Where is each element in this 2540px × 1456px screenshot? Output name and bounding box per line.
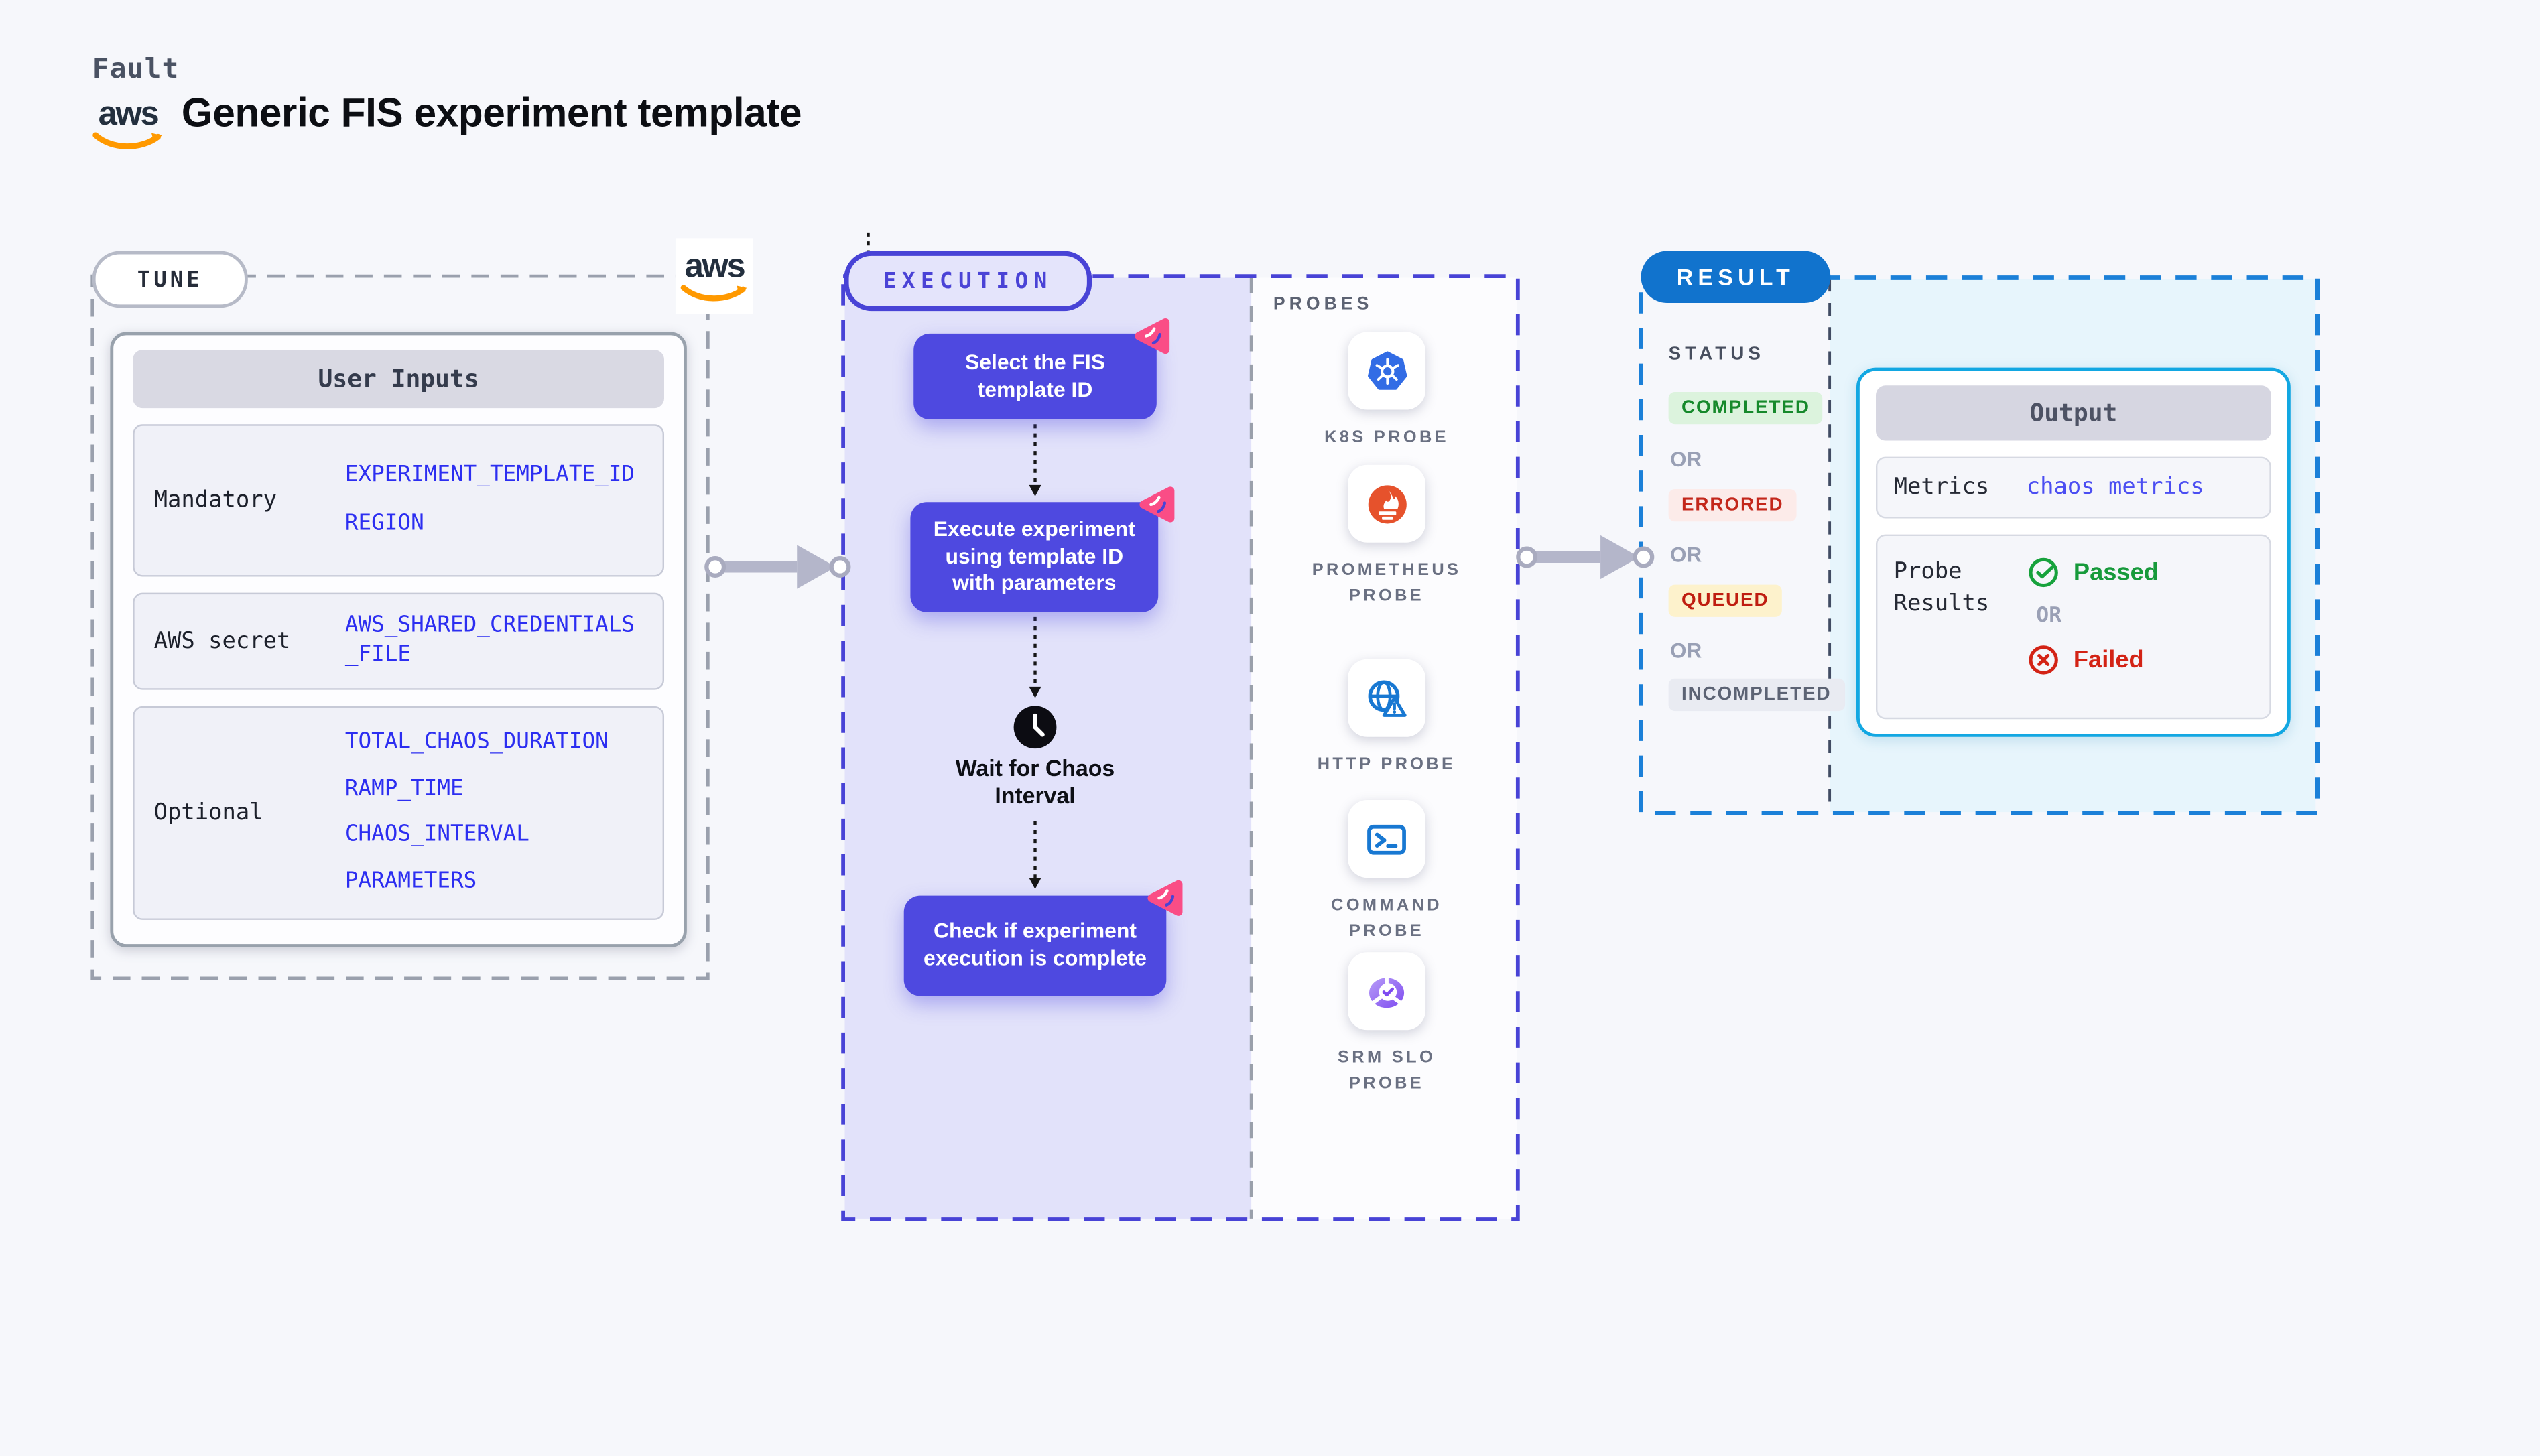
- probe-card: [1348, 464, 1426, 543]
- aws-logo-text: aws: [684, 247, 746, 285]
- probe-result-passed: Passed: [2027, 555, 2159, 590]
- row-label: Probe Results: [1893, 558, 1990, 618]
- tune-badge-label: TUNE: [137, 266, 203, 293]
- chaos-experiment-icon: [1139, 486, 1175, 523]
- probe-label: HTTP PROBE: [1317, 754, 1456, 775]
- tune-badge: TUNE: [92, 251, 248, 308]
- user-inputs-header: User Inputs: [133, 350, 665, 408]
- table-row-aws-secret: AWS secret AWS_SHARED_CREDENTIALS_FILE: [133, 593, 665, 689]
- status-or-label: OR: [1670, 447, 1702, 472]
- step-execute-experiment: Execute experiment using template ID wit…: [910, 502, 1159, 612]
- aws-logo: aws: [90, 97, 165, 152]
- x-circle-icon: [2029, 645, 2058, 675]
- probe-http: HTTP PROBE: [1309, 659, 1464, 778]
- aws-smile-icon: [680, 284, 747, 301]
- row-label: AWS secret: [153, 628, 291, 655]
- page-title: Generic FIS experiment template: [181, 90, 802, 137]
- status-heading: STATUS: [1668, 344, 1765, 365]
- probe-card: [1348, 332, 1426, 410]
- output-row-probe-results: Probe Results Passed OR Failed: [1876, 534, 2271, 720]
- output-table: Output Metrics chaos metrics Probe Resul…: [1856, 367, 2291, 737]
- row-label: Optional: [153, 799, 263, 826]
- execution-flow-panel: [844, 277, 1252, 1219]
- step-label: Execute experiment using template ID wit…: [933, 516, 1135, 596]
- execution-badge-label: EXECUTION: [883, 268, 1053, 294]
- probes-heading: PROBES: [1273, 294, 1373, 314]
- probe-card: [1348, 952, 1426, 1031]
- output-header: Output: [1876, 385, 2271, 441]
- probe-label: COMMAND PROBE: [1331, 895, 1442, 941]
- probe-label: K8S PROBE: [1324, 427, 1449, 448]
- row-value: EXPERIMENT_TEMPLATE_ID: [344, 461, 635, 488]
- arrow-tune-to-execution: [704, 545, 851, 589]
- result-container-border: [1639, 275, 2320, 815]
- chaos-experiment-icon: [1135, 318, 1170, 354]
- row-value: REGION: [344, 511, 424, 537]
- http-globe-warning-icon: [1368, 679, 1407, 716]
- row-value: RAMP_TIME: [344, 775, 464, 801]
- output-row-metrics: Metrics chaos metrics: [1876, 456, 2271, 519]
- wait-step-label: Wait for Chaos Interval: [955, 754, 1115, 809]
- terminal-icon: [1367, 823, 1406, 854]
- aws-smile-icon: [92, 132, 162, 149]
- user-inputs-table: User Inputs Mandatory EXPERIMENT_TEMPLAT…: [110, 332, 687, 948]
- status-or-label: OR: [1670, 638, 1702, 663]
- check-circle-icon: [2029, 557, 2058, 588]
- table-row-mandatory: Mandatory EXPERIMENT_TEMPLATE_ID REGION: [133, 423, 665, 578]
- probe-result-failed: Failed: [2027, 643, 2159, 677]
- tune-container-border: [90, 274, 710, 980]
- failed-label: Failed: [2073, 646, 2144, 674]
- step-check-complete: Check if experiment execution is complet…: [903, 895, 1167, 996]
- execution-container-border: [841, 274, 1520, 1221]
- step-select-template: Select the FIS template ID: [913, 333, 1157, 420]
- probe-label: SRM SLO PROBE: [1337, 1047, 1436, 1094]
- flow-connector-arrowheads: [1029, 484, 1041, 889]
- wait-clock-icon: [1013, 706, 1057, 749]
- probe-prometheus: PROMETHEUS PROBE: [1309, 464, 1464, 610]
- step-label: Check if experiment execution is complet…: [924, 918, 1147, 970]
- row-value: TOTAL_CHAOS_DURATION: [344, 729, 609, 755]
- table-row-optional: Optional TOTAL_CHAOS_DURATION RAMP_TIME …: [133, 706, 665, 920]
- execution-badge: EXECUTION: [844, 251, 1092, 312]
- probe-srm-slo: SRM SLO PROBE: [1309, 952, 1464, 1097]
- row-value: AWS_SHARED_CREDENTIALS_FILE: [344, 612, 635, 667]
- status-badge-errored: ERRORED: [1668, 488, 1797, 522]
- result-badge: RESULT: [1641, 251, 1831, 303]
- probe-label: PROMETHEUS PROBE: [1312, 560, 1462, 606]
- probe-card: [1348, 659, 1426, 737]
- prometheus-icon: [1367, 484, 1406, 523]
- row-label: Mandatory: [153, 487, 277, 514]
- probe-result-or-label: OR: [2036, 604, 2062, 628]
- arrow-execution-to-result: [1516, 535, 1655, 580]
- status-badge-queued: QUEUED: [1668, 584, 1782, 617]
- status-badge-incompleted: INCOMPLETED: [1668, 678, 1844, 712]
- probe-k8s: K8S PROBE: [1309, 332, 1464, 451]
- metrics-value-link: chaos metrics: [2026, 474, 2204, 501]
- probe-card: [1348, 800, 1426, 878]
- result-badge-label: RESULT: [1676, 263, 1795, 290]
- execution-probes-panel: [1251, 277, 1517, 1219]
- aws-logo-text: aws: [98, 95, 160, 133]
- passed-label: Passed: [2073, 558, 2159, 586]
- brand-label: Fault: [92, 53, 180, 86]
- status-or-label: OR: [1670, 542, 1702, 567]
- probe-command: COMMAND PROBE: [1309, 800, 1464, 945]
- kubernetes-icon: [1367, 350, 1407, 389]
- step-label: Select the FIS template ID: [964, 349, 1106, 401]
- chaos-experiment-icon: [1147, 880, 1183, 916]
- row-label: Metrics: [1893, 474, 1990, 501]
- aws-logo-tune: aws: [675, 238, 753, 314]
- status-badge-completed: COMPLETED: [1668, 391, 1824, 425]
- srm-slo-icon: [1369, 976, 1405, 1007]
- row-value: PARAMETERS: [344, 868, 477, 894]
- row-value: CHAOS_INTERVAL: [344, 821, 529, 848]
